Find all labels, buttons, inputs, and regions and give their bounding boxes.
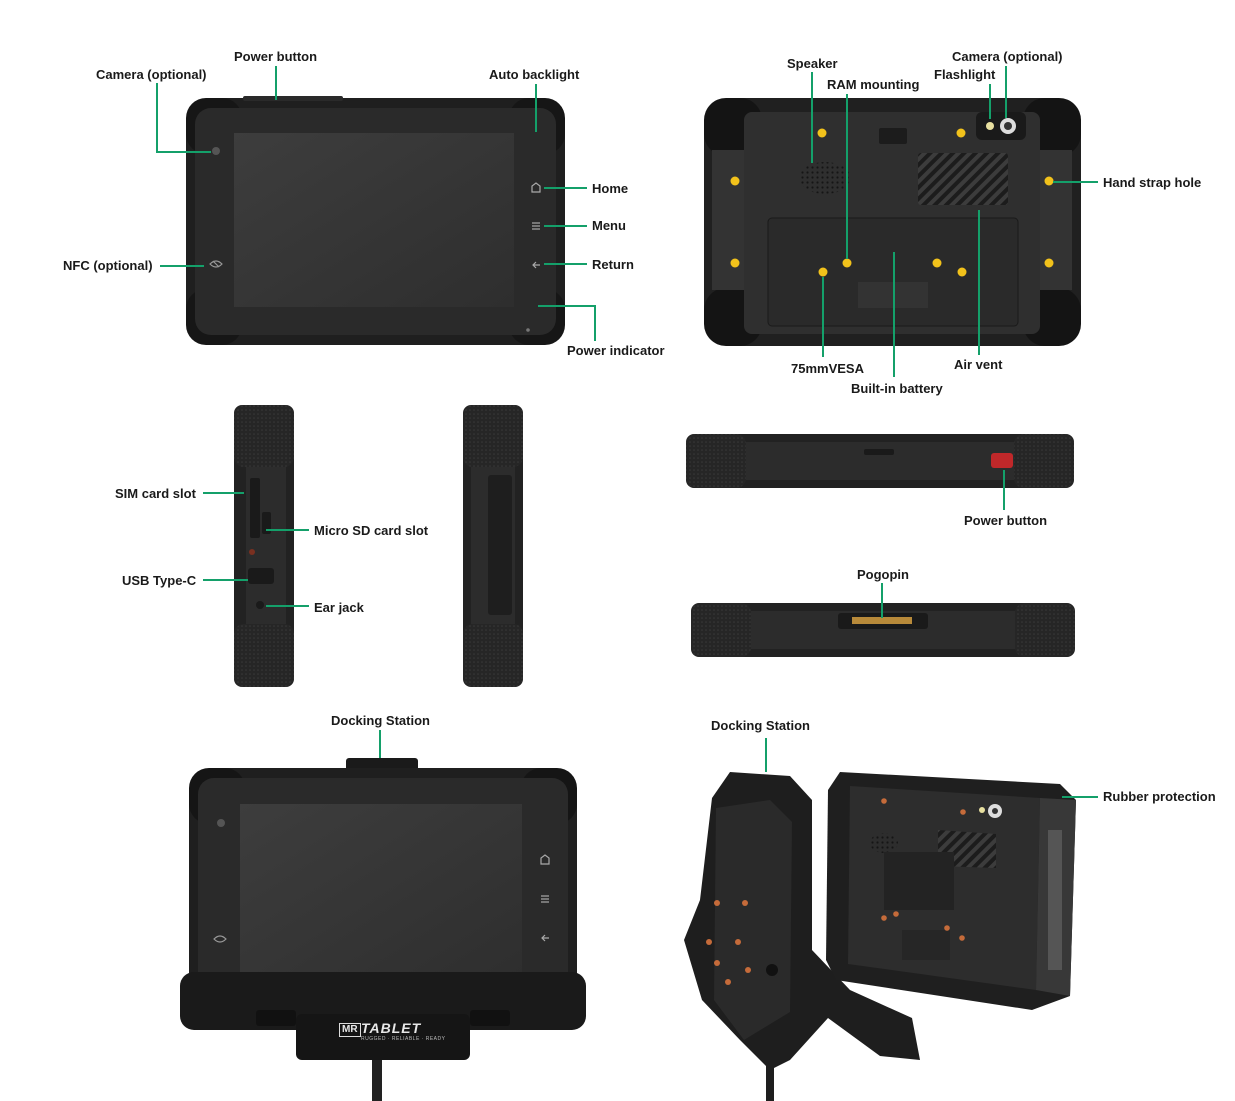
return-icon (532, 261, 540, 269)
callout-camera-front (156, 83, 211, 153)
top-edge-tablet (686, 434, 1074, 488)
label-menu: Menu (592, 218, 626, 233)
rear-camera-lens (1004, 122, 1012, 130)
power-button-red (991, 453, 1013, 468)
label-camera-front: Camera (optional) (96, 67, 207, 82)
label-flashlight: Flashlight (934, 67, 996, 82)
menu-icon (532, 222, 540, 230)
label-auto-backlight: Auto backlight (489, 67, 580, 82)
label-rubber-protection: Rubber protection (1103, 789, 1216, 804)
label-battery: Built-in battery (851, 381, 943, 396)
label-ear-jack: Ear jack (314, 600, 364, 615)
label-power-indicator: Power indicator (567, 343, 665, 358)
brand-name: TABLET (361, 1020, 422, 1036)
air-vent-grille (918, 153, 1008, 205)
brand-tagline: RUGGED · RELIABLE · READY (361, 1036, 446, 1042)
usb-port (248, 568, 274, 584)
label-sim: SIM card slot (115, 486, 196, 501)
front-view-tablet (186, 96, 565, 345)
label-ram-mounting: RAM mounting (827, 77, 920, 92)
nfc-icon (209, 260, 223, 268)
label-usb: USB Type-C (122, 573, 197, 588)
label-micro-sd: Micro SD card slot (314, 523, 429, 538)
right-side-tablet (463, 405, 523, 687)
label-hand-strap-hole: Hand strap hole (1103, 175, 1202, 190)
back-mount-dots (730, 128, 1054, 277)
label-home: Home (592, 181, 629, 196)
docking-cradle-perspective (684, 772, 920, 1101)
label-pogopin: Pogopin (857, 567, 909, 582)
callout-power-indicator (538, 305, 596, 341)
speaker-grille (799, 162, 851, 194)
label-vesa: 75mmVESA (791, 361, 864, 376)
tablet-perspective-back (826, 772, 1076, 1010)
label-speaker: Speaker (787, 56, 838, 71)
label-docking-station-front: Docking Station (331, 713, 430, 728)
bottom-edge-tablet (691, 603, 1075, 657)
brand-mark: MR (339, 1023, 361, 1037)
ear-jack-port (256, 601, 264, 609)
front-screen (234, 133, 514, 307)
docked-front-tablet (180, 758, 586, 1101)
left-side-tablet (234, 405, 294, 687)
home-icon (531, 182, 541, 193)
label-power-button-front: Power button (234, 49, 318, 64)
label-camera-back: Camera (optional) (952, 49, 1063, 64)
power-button-top (243, 96, 343, 101)
label-power-button-edge: Power button (964, 513, 1048, 528)
label-air-vent: Air vent (954, 357, 1003, 372)
label-return: Return (592, 257, 634, 272)
label-nfc: NFC (optional) (63, 258, 153, 273)
pogopin-contacts (852, 617, 912, 624)
micro-sd-slot (262, 512, 271, 534)
sim-slot (250, 478, 260, 538)
dock-cable (372, 1060, 382, 1101)
front-camera-lens (212, 147, 220, 155)
flashlight-led (986, 122, 994, 130)
label-docking-station-side: Docking Station (711, 718, 810, 733)
power-indicator-led (526, 328, 530, 332)
back-view-tablet (704, 98, 1081, 346)
